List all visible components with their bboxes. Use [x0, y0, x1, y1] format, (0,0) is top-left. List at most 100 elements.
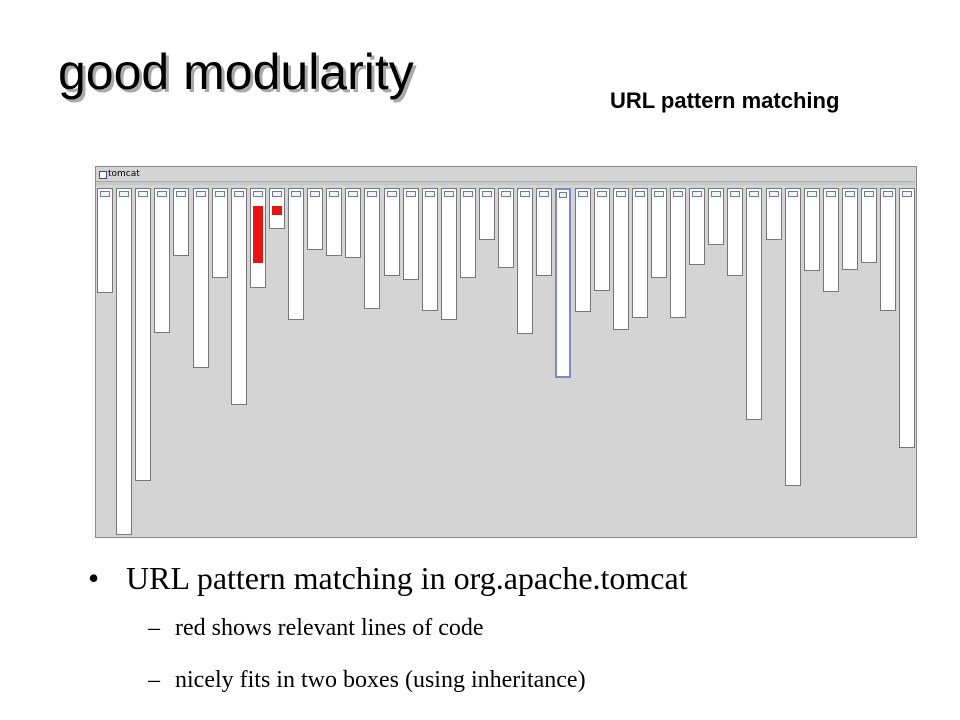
class-header-icon — [215, 191, 225, 197]
class-box[interactable] — [766, 188, 782, 240]
class-header-icon — [291, 191, 301, 197]
class-header-icon — [559, 192, 567, 198]
class-header-icon — [329, 191, 339, 197]
class-header-icon — [444, 191, 454, 197]
class-box[interactable] — [536, 188, 552, 276]
sub-bullet-2-text: nicely fits in two boxes (using inherita… — [175, 667, 586, 693]
class-box[interactable] — [823, 188, 839, 292]
class-box[interactable] — [555, 188, 571, 378]
bullet-glyph: • — [88, 560, 100, 596]
class-box[interactable] — [613, 188, 629, 330]
class-header-icon — [463, 191, 473, 197]
class-header-icon — [520, 191, 530, 197]
class-header-icon — [883, 191, 893, 197]
class-box[interactable] — [575, 188, 591, 312]
main-bullet: • URL pattern matching in org.apache.tomc… — [88, 556, 688, 600]
dash-glyph: – — [148, 667, 160, 693]
package-header-bar — [96, 181, 915, 185]
class-header-icon — [864, 191, 874, 197]
class-header-icon — [597, 191, 607, 197]
class-box[interactable] — [422, 188, 438, 311]
class-box[interactable] — [842, 188, 858, 270]
class-header-icon — [348, 191, 358, 197]
slide-subtitle: URL pattern matching — [610, 88, 840, 113]
class-box[interactable] — [193, 188, 209, 368]
class-header-icon — [272, 191, 282, 197]
class-header-icon — [157, 191, 167, 197]
dash-glyph: – — [148, 615, 160, 641]
class-box[interactable] — [154, 188, 170, 333]
class-header-icon — [234, 191, 244, 197]
class-box[interactable] — [899, 188, 915, 448]
class-box[interactable] — [97, 188, 113, 293]
sub-bullet-1: –red shows relevant lines of code — [148, 612, 484, 644]
class-box[interactable] — [689, 188, 705, 265]
class-header-icon — [692, 191, 702, 197]
class-header-icon — [769, 191, 779, 197]
class-header-icon — [673, 191, 683, 197]
sub-bullet-1-text: red shows relevant lines of code — [175, 615, 484, 641]
class-box[interactable] — [785, 188, 801, 486]
class-header-icon — [387, 191, 397, 197]
class-header-icon — [176, 191, 186, 197]
class-header-icon — [310, 191, 320, 197]
class-header-icon — [749, 191, 759, 197]
class-header-icon — [119, 191, 129, 197]
class-box[interactable] — [441, 188, 457, 320]
class-box[interactable] — [231, 188, 247, 405]
class-header-icon — [616, 191, 626, 197]
class-box[interactable] — [384, 188, 400, 276]
relevant-code-mark — [253, 206, 263, 263]
class-header-icon — [578, 191, 588, 197]
class-box[interactable] — [727, 188, 743, 276]
class-box[interactable] — [804, 188, 820, 271]
class-header-icon — [902, 191, 912, 197]
class-header-icon — [807, 191, 817, 197]
class-box[interactable] — [403, 188, 419, 280]
main-bullet-text: URL pattern matching in org.apache.tomca… — [126, 560, 688, 596]
class-box[interactable] — [364, 188, 380, 309]
class-header-icon — [654, 191, 664, 197]
code-visualization: tomcat — [95, 166, 917, 538]
class-box[interactable] — [651, 188, 667, 278]
class-header-icon — [406, 191, 416, 197]
package-checkbox-icon[interactable] — [99, 171, 107, 179]
class-box[interactable] — [594, 188, 610, 291]
class-header-icon — [100, 191, 110, 197]
class-box[interactable] — [861, 188, 877, 263]
visualization-frame — [95, 166, 917, 538]
class-header-icon — [788, 191, 798, 197]
class-box[interactable] — [517, 188, 533, 334]
class-header-icon — [826, 191, 836, 197]
relevant-code-mark — [272, 206, 282, 215]
class-box[interactable] — [307, 188, 323, 250]
package-label: tomcat — [108, 169, 140, 179]
class-header-icon — [635, 191, 645, 197]
class-box[interactable] — [880, 188, 896, 311]
class-header-icon — [730, 191, 740, 197]
class-header-icon — [711, 191, 721, 197]
class-box[interactable] — [135, 188, 151, 481]
class-box[interactable] — [173, 188, 189, 256]
class-box[interactable] — [345, 188, 361, 258]
class-header-icon — [539, 191, 549, 197]
class-box[interactable] — [746, 188, 762, 420]
class-header-icon — [138, 191, 148, 197]
class-box[interactable] — [498, 188, 514, 268]
class-box[interactable] — [326, 188, 342, 256]
class-box[interactable] — [670, 188, 686, 318]
class-box[interactable] — [479, 188, 495, 240]
class-box[interactable] — [708, 188, 724, 245]
class-box[interactable] — [288, 188, 304, 320]
class-box[interactable] — [632, 188, 648, 318]
class-box[interactable] — [116, 188, 132, 535]
class-header-icon — [425, 191, 435, 197]
class-header-icon — [367, 191, 377, 197]
sub-bullet-2: –nicely fits in two boxes (using inherit… — [148, 664, 586, 696]
class-box[interactable] — [460, 188, 476, 278]
class-header-icon — [482, 191, 492, 197]
slide-title: good modularity — [58, 44, 414, 100]
class-header-icon — [253, 191, 263, 197]
class-box[interactable] — [212, 188, 228, 278]
class-header-icon — [845, 191, 855, 197]
